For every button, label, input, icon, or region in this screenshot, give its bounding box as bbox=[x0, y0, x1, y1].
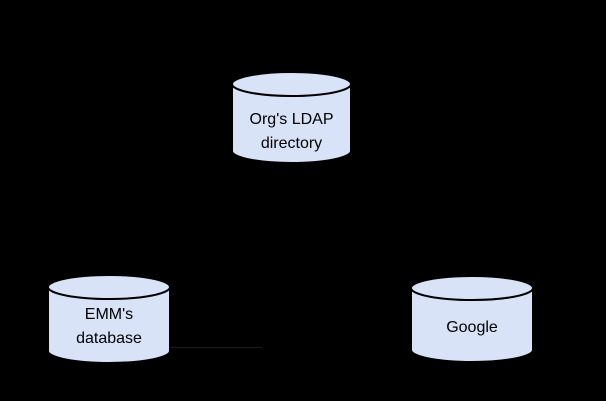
cylinder-body bbox=[231, 84, 352, 164]
node-label-line: EMM's bbox=[85, 306, 133, 323]
cylinder-top bbox=[47, 274, 171, 300]
cylinder-top bbox=[231, 71, 352, 97]
node-label-line: Org's LDAP bbox=[250, 111, 334, 128]
node-emm-database: EMM's database bbox=[47, 274, 171, 364]
cylinder-body bbox=[410, 288, 534, 363]
node-label-line: database bbox=[76, 330, 142, 347]
node-org-ldap-directory: Org's LDAP directory bbox=[231, 71, 352, 164]
node-label-line: Google bbox=[446, 319, 498, 336]
node-google: Google bbox=[410, 275, 534, 363]
cylinder-body bbox=[47, 287, 171, 364]
node-label-line: directory bbox=[261, 135, 322, 152]
cylinder-top bbox=[410, 275, 534, 301]
